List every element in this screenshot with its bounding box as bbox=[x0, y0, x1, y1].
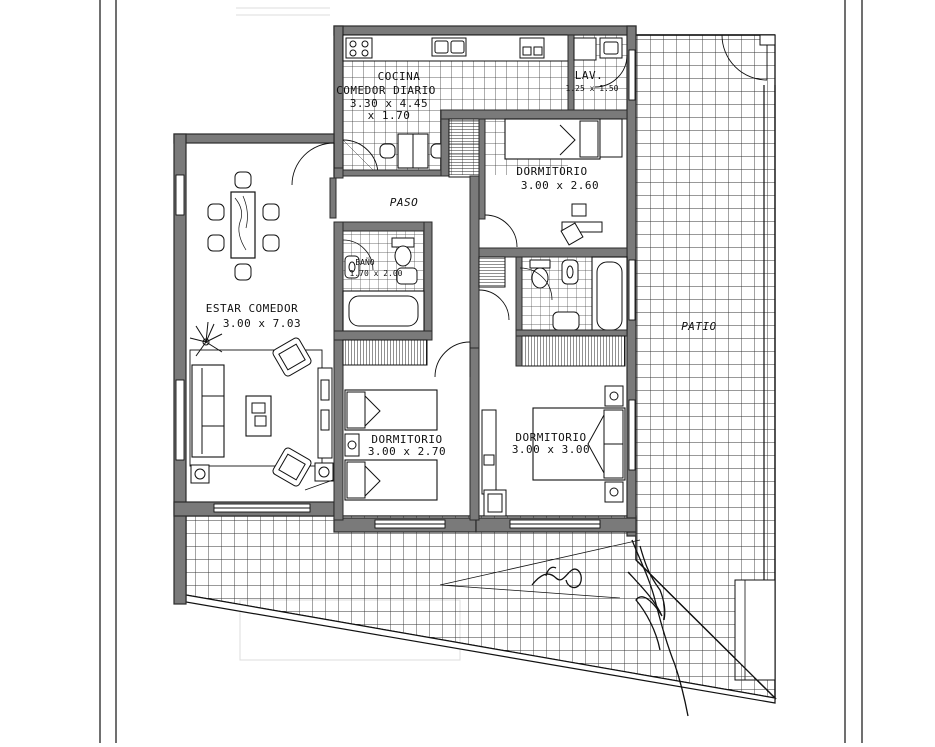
sink-icon bbox=[561, 259, 579, 285]
room-labels: COCINA COMEDOR DIARIO 3.30 x 4.45 x 1.70… bbox=[206, 69, 717, 458]
toilet-icon bbox=[391, 237, 415, 267]
bed-icon bbox=[344, 459, 438, 501]
kitchen-dims: 3.30 x 4.45 bbox=[350, 97, 428, 110]
bathroom-name: BAÑO bbox=[355, 257, 374, 267]
laundry-name: LAV. bbox=[575, 69, 604, 82]
bathtub-icon bbox=[342, 290, 425, 332]
windows bbox=[175, 49, 636, 529]
bathroom-dims: 1.70 x 2.00 bbox=[350, 269, 403, 278]
bathroom-1 bbox=[333, 221, 433, 341]
page-frame bbox=[99, 0, 863, 743]
bedroom-3-dims: 3.00 x 3.00 bbox=[512, 443, 590, 456]
plant-icon bbox=[189, 321, 223, 357]
bathtub-icon bbox=[591, 256, 628, 336]
chair-icon bbox=[207, 171, 280, 281]
door-swing-icon bbox=[484, 214, 518, 248]
stove-icon bbox=[345, 37, 373, 59]
bedroom-1 bbox=[440, 109, 628, 258]
bed-icon bbox=[532, 407, 626, 481]
bedroom-3 bbox=[481, 335, 626, 517]
kitchen-name-2: COMEDOR DIARIO bbox=[336, 84, 436, 97]
sofa-icon bbox=[191, 364, 225, 458]
bed-icon bbox=[344, 389, 438, 431]
door-swing-icon bbox=[342, 139, 379, 176]
sink-icon bbox=[344, 255, 360, 279]
kitchen-table bbox=[379, 133, 447, 169]
sink-icon bbox=[431, 37, 467, 57]
living-dims: 3.00 x 7.03 bbox=[223, 317, 301, 330]
bedroom-3-name: DORMITORIO bbox=[515, 431, 586, 444]
bedroom-2 bbox=[333, 339, 480, 521]
kitchen-dims-2: x 1.70 bbox=[368, 109, 411, 122]
kitchen-name: COCINA bbox=[378, 70, 421, 83]
signature bbox=[531, 539, 689, 717]
bedroom-1-dims: 3.00 x 2.60 bbox=[521, 179, 599, 192]
bedroom-2-name: DORMITORIO bbox=[371, 433, 442, 446]
bathroom-2 bbox=[478, 256, 628, 337]
patio-area bbox=[635, 34, 776, 700]
laundry-dims: 1.25 x 1.50 bbox=[566, 84, 619, 93]
patio-name: PATIO bbox=[681, 320, 717, 333]
bed-icon bbox=[504, 118, 601, 160]
bedroom-2-dims: 3.00 x 2.70 bbox=[368, 445, 446, 458]
laundry bbox=[567, 34, 628, 111]
hallway-name: PASO bbox=[390, 196, 419, 209]
bedroom-1-name: DORMITORIO bbox=[516, 165, 587, 178]
toilet-icon bbox=[529, 259, 551, 289]
living-name: ESTAR COMEDOR bbox=[206, 302, 299, 315]
living-room bbox=[189, 171, 334, 491]
dining-table bbox=[230, 191, 256, 259]
